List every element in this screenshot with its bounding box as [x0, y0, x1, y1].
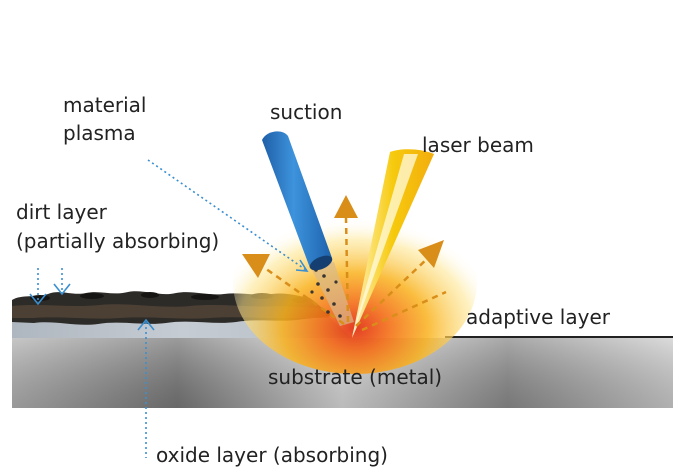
- plume-particles: [310, 268, 342, 318]
- suction-tube: [262, 131, 333, 271]
- label-substrate: substrate (metal): [268, 365, 442, 389]
- laser-beam: [352, 149, 434, 338]
- label-plasma: plasma: [63, 121, 136, 145]
- label-oxide-layer: oxide layer (absorbing): [156, 443, 388, 467]
- label-dirt-layer-sub: (partially absorbing): [16, 229, 219, 253]
- label-dirt-layer: dirt layer: [16, 200, 108, 224]
- label-material: material: [63, 93, 146, 117]
- label-suction: suction: [270, 100, 342, 124]
- leader-lines: [37, 159, 307, 458]
- leader-arrowheads: [29, 259, 309, 331]
- label-adaptive-layer: adaptive layer: [466, 305, 611, 329]
- laser-beam-core: [352, 154, 418, 336]
- arrow-upright-triangle-icon: [418, 240, 444, 268]
- arrow-heads: [242, 195, 444, 278]
- arrow-up-triangle-icon: [334, 195, 358, 218]
- ejection-arrows: [261, 217, 447, 332]
- label-laser-beam: laser beam: [422, 133, 534, 157]
- arrow-left-triangle-icon: [242, 254, 270, 278]
- plasma-glow: [233, 190, 477, 374]
- material-plume: [310, 262, 354, 326]
